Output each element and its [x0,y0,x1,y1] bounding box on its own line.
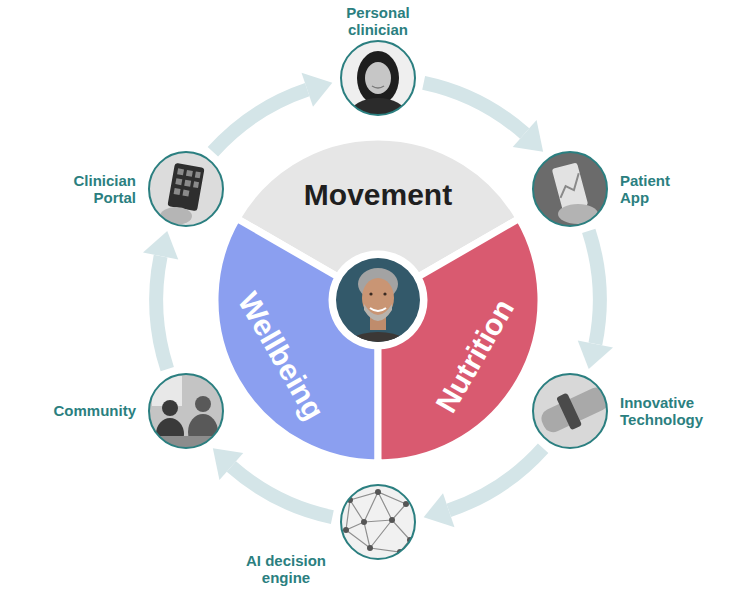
cycle-arrow [578,231,613,369]
photo-node: Innovative Technology [532,373,608,449]
photo-node: AI decision engine [340,484,416,560]
label-box: Community [30,402,136,419]
svg-circle [343,527,349,533]
arrow-head [578,340,613,369]
circle-border [533,374,607,448]
circle-border [149,152,223,226]
svg-path [372,86,384,88]
label-box: Clinician Portal [50,172,136,206]
circle-border [341,485,415,559]
node-label: Clinician Portal [50,172,136,206]
cycle-arrow [213,73,332,152]
arrow-head [424,493,455,527]
svg-ellipse [160,207,192,225]
arrow-shaft [231,467,332,518]
svg-rect [148,151,224,227]
cycle-arrow [213,448,332,517]
arrow-shaft [589,231,600,344]
svg-circle [369,292,372,295]
node-outline [148,151,224,227]
photo-node: Personal clinician [340,40,416,116]
svg-rect [182,190,189,197]
svg-circle [195,396,211,412]
svg-circle [367,545,373,551]
arrow-head [302,73,333,107]
svg-rect [193,181,199,188]
node-outline [532,151,608,227]
arrow-head [143,231,178,260]
label-box: Innovative Technology [620,394,724,428]
svg-rect [167,163,204,212]
cycle-arrow [424,448,543,527]
photo-node: Patient App [532,151,608,227]
svg-path [556,173,584,198]
svg-path [346,492,410,552]
svg-rect [340,484,416,560]
svg-circle [383,292,386,295]
svg-path [364,304,392,321]
sector-fill [378,219,541,464]
node-label: Community [30,402,136,419]
svg-rect [174,188,181,195]
circle-border [149,374,223,448]
svg-g [174,168,201,198]
label-box: Personal clinician [328,4,428,38]
arrow-shaft [213,90,307,152]
cycle-arrow [143,231,178,369]
svg-rect [177,168,184,175]
community-photo [148,373,224,450]
node-label: Patient App [620,172,684,206]
arrow-shaft [424,83,525,134]
svg-rect [184,180,191,187]
svg-rect [195,171,201,178]
wearable-photo [532,373,612,449]
svg-circle [162,400,178,416]
svg-ellipse [365,62,391,94]
svg-circle [375,489,381,495]
node-label: Personal clinician [328,4,428,38]
sector-label-box: Movement [304,178,452,212]
arrow-head [213,448,243,480]
node-outline [148,373,224,449]
arrow-shaft [156,256,167,369]
portal-photo [148,151,224,227]
node-outline [340,40,416,116]
network-graphic [340,484,416,560]
clinician-photo [340,40,416,130]
node-label: AI decision engine [236,552,336,586]
circle-border [341,41,415,115]
arrow-head [513,120,543,152]
svg-ellipse [357,51,399,105]
svg-rect [556,393,582,431]
svg-rect [532,151,608,227]
svg-rect [552,162,589,211]
app-photo [532,151,608,227]
circle-border [533,152,607,226]
node-label: Innovative Technology [620,394,724,428]
label-box: AI decision engine [236,552,336,586]
photo-node: Clinician Portal [148,151,224,227]
svg-rect [175,178,182,185]
photo-node: Community [148,373,224,449]
sector-fill [215,219,378,464]
sector-label: Movement [304,178,452,212]
node-outline [340,484,416,560]
svg-ellipse [558,204,598,224]
cycle-arrow [424,83,543,152]
node-outline [532,373,608,449]
label-box: Patient App [620,172,684,206]
svg-circle [389,517,395,523]
arrow-shaft [449,448,543,510]
svg-path [370,308,386,311]
svg-circle [361,519,367,525]
svg-rect [148,373,224,449]
svg-rect [186,170,193,177]
